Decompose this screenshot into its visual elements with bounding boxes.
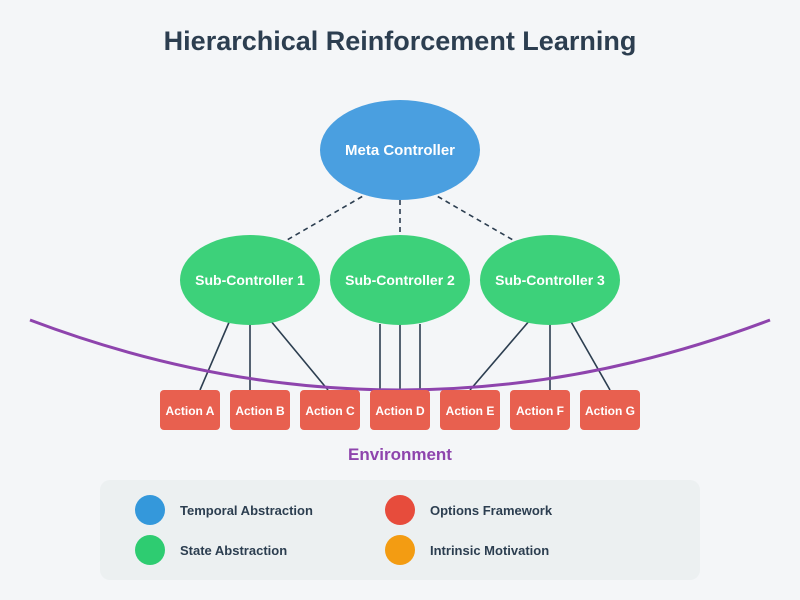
legend-item-intrinsic-motivation: Intrinsic Motivation [385, 535, 549, 565]
action-box [300, 390, 360, 430]
sub-controller-node-2: Sub-Controller 2 [330, 235, 470, 325]
sub3-to-action-g-connector [569, 319, 611, 391]
action-node-f: Action F [510, 390, 570, 430]
legend: Temporal Abstraction Options Framework S… [100, 480, 700, 580]
legend-label: Temporal Abstraction [180, 503, 313, 518]
meta-controller-label: Meta Controller [345, 142, 455, 159]
action-node-a: Action A [160, 390, 220, 430]
legend-item-temporal-abstraction: Temporal Abstraction [135, 495, 313, 525]
action-box [370, 390, 430, 430]
action-node-g: Action G [580, 390, 640, 430]
legend-swatch [385, 495, 415, 525]
sub1-to-action-c-connector [269, 319, 329, 391]
meta-to-sub3-connector [429, 191, 521, 245]
sub1-to-action-a-connector [199, 319, 231, 391]
action-box [230, 390, 290, 430]
action-node-d: Action D [370, 390, 430, 430]
action-label: Action G [585, 404, 635, 418]
action-label: Action A [166, 404, 215, 418]
legend-swatch [135, 495, 165, 525]
sub-controller-node-1: Sub-Controller 1 [180, 235, 320, 325]
sub-controller-shape [480, 235, 620, 325]
action-node-b: Action B [230, 390, 290, 430]
legend-label: Intrinsic Motivation [430, 543, 549, 558]
action-label: Action C [305, 404, 355, 418]
legend-label: Options Framework [430, 503, 553, 518]
sub-controller-shape [180, 235, 320, 325]
action-box [160, 390, 220, 430]
action-label: Action D [375, 404, 425, 418]
meta-to-sub1-connector [279, 191, 371, 245]
meta-controller-node: Meta Controller [320, 100, 480, 200]
action-box [440, 390, 500, 430]
legend-background [100, 480, 700, 580]
action-box [510, 390, 570, 430]
action-node-e: Action E [440, 390, 500, 430]
sub-controller-label: Sub-Controller 3 [495, 272, 605, 288]
sub-controller-shape [330, 235, 470, 325]
meta-controller-shape [320, 100, 480, 200]
action-label: Action B [235, 404, 285, 418]
sub3-to-action-e-connector [469, 319, 531, 391]
action-label: Action E [446, 404, 495, 418]
legend-swatch [385, 535, 415, 565]
legend-label: State Abstraction [180, 543, 287, 558]
sub-controller-label: Sub-Controller 2 [345, 272, 455, 288]
action-box [580, 390, 640, 430]
action-label: Action F [516, 404, 564, 418]
action-node-c: Action C [300, 390, 360, 430]
legend-swatch [135, 535, 165, 565]
sub-controller-label: Sub-Controller 1 [195, 272, 305, 288]
diagram-title: Hierarchical Reinforcement Learning [164, 26, 637, 56]
environment-label: Environment [348, 445, 452, 464]
legend-item-options-framework: Options Framework [385, 495, 553, 525]
sub-controller-node-3: Sub-Controller 3 [480, 235, 620, 325]
legend-item-state-abstraction: State Abstraction [135, 535, 287, 565]
